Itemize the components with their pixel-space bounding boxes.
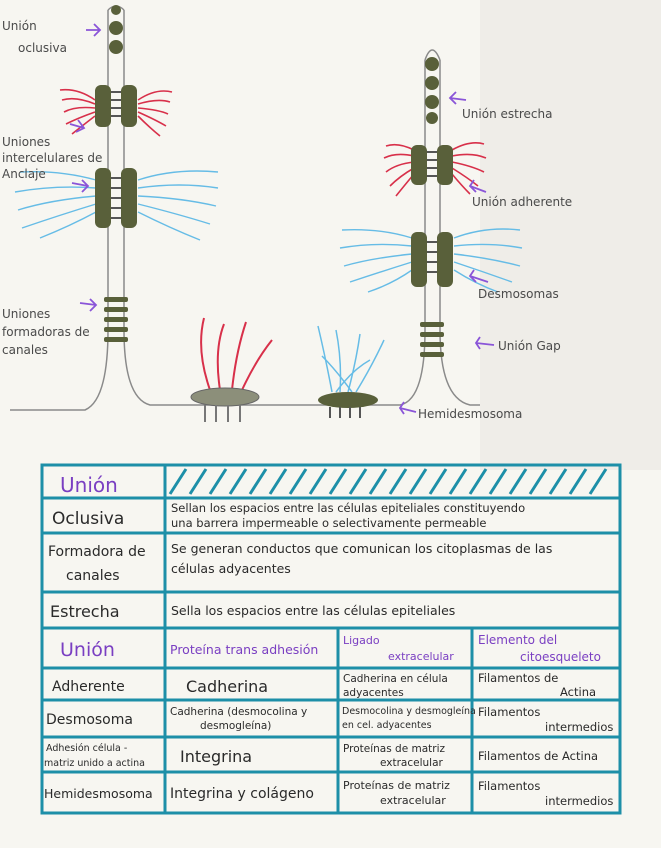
table2-r3-proteina: Integrina	[180, 747, 252, 766]
arrow-anclaje-icon	[69, 119, 86, 133]
label-union-gap: Unión Gap	[498, 339, 561, 353]
hemidesmosome-fibers	[317, 325, 385, 393]
adherens-fibers-right	[383, 142, 487, 197]
tight-junction-right	[425, 57, 439, 124]
adherens-plaque-left	[95, 85, 137, 127]
table2-r3-citoesqueleto: Filamentos de Actina	[478, 749, 598, 763]
table2-r4-citoesqueleto: Filamentos intermedios	[478, 779, 613, 808]
integrin-actin-fibers	[200, 317, 273, 391]
junction-table: Unión Oclusiva Sellan los espacios entre…	[40, 463, 622, 815]
table1-row3-name: Estrecha	[50, 602, 120, 621]
tight-junction-left	[109, 5, 123, 54]
table2-header-union: Unión	[60, 639, 115, 661]
table1-row1-name: Oclusiva	[52, 509, 124, 529]
desmosome-plaque-left	[95, 168, 137, 228]
label-hemidesmosoma: Hemidesmosoma	[418, 407, 522, 421]
table2-r2-proteina: Cadherina (desmocolina y desmogleína)	[170, 706, 311, 732]
table2-header-ligado: Ligado extracelular	[343, 634, 454, 663]
desmosome-fibers-right	[339, 228, 523, 293]
gap-junction-left	[104, 297, 128, 342]
table1-row3-desc: Sella los espacios entre las células epi…	[171, 603, 455, 618]
arrow-anclaje2-icon	[71, 179, 90, 193]
table2-r4-ligado: Proteínas de matriz extracelular	[343, 779, 453, 807]
gap-junction-right	[420, 322, 444, 357]
table2-r1-citoesqueleto: Filamentos de Actina	[478, 671, 596, 699]
table2-r4-union: Hemidesmosoma	[44, 786, 153, 801]
table1-header: Unión	[60, 473, 118, 497]
table2-header-citoesqueleto: Elemento del citoesqueleto	[478, 633, 601, 664]
desmosome-plaque-right	[411, 232, 453, 287]
integrin-plaque	[190, 387, 260, 422]
label-union-oclusiva: Unión oclusiva	[2, 19, 67, 55]
arrow-adherente-icon	[468, 179, 487, 193]
table2-r4-proteina: Integrina y colágeno	[170, 786, 314, 802]
arrow-icons	[69, 23, 495, 415]
arrow-hemi-icon	[398, 401, 417, 415]
table2-r2-citoesqueleto: Filamentos intermedios	[478, 705, 613, 734]
table1-row1-desc: Sellan los espacios entre las células ep…	[171, 501, 529, 530]
arrow-gap-icon	[474, 336, 495, 350]
table2-header-proteina: Proteína trans adhesión	[170, 642, 318, 657]
desmosome-fibers-left	[14, 170, 219, 241]
header-hatch	[168, 468, 608, 495]
label-desmosomas: Desmosomas	[478, 287, 559, 301]
table1-row2-name: Formadora de canales	[48, 544, 150, 584]
adherens-plaque-right	[411, 145, 453, 185]
table2-r3-ligado: Proteínas de matriz extracelular	[343, 743, 448, 769]
arrow-desmosomas-icon	[468, 269, 489, 283]
hemidesmosome-plaque	[318, 392, 378, 418]
table1-row2-desc: Se generan conductos que comunican los c…	[171, 541, 556, 576]
label-union-adherente: Unión adherente	[472, 195, 572, 209]
label-uniones-canales: Uniones formadoras de canales	[2, 307, 93, 357]
table2-r1-ligado: Cadherina en célula adyacentes	[343, 673, 451, 699]
arrow-oclusiva-icon	[86, 23, 102, 37]
table2-r1-proteina: Cadherina	[186, 677, 268, 696]
label-union-estrecha: Unión estrecha	[462, 107, 552, 121]
table2-r2-ligado: Desmocolina y desmogleína en cel. adyace…	[342, 706, 479, 731]
table2-r3-union: Adhesión célula - matriz unido a actina	[44, 743, 145, 769]
table2-r1-union: Adherente	[52, 679, 125, 695]
label-uniones-anclaje: Uniones intercelulares de Anclaje	[2, 135, 106, 181]
arrow-canales-icon	[79, 298, 98, 312]
arrow-estrecha-icon	[448, 91, 467, 105]
table2-r2-union: Desmosoma	[46, 712, 133, 728]
